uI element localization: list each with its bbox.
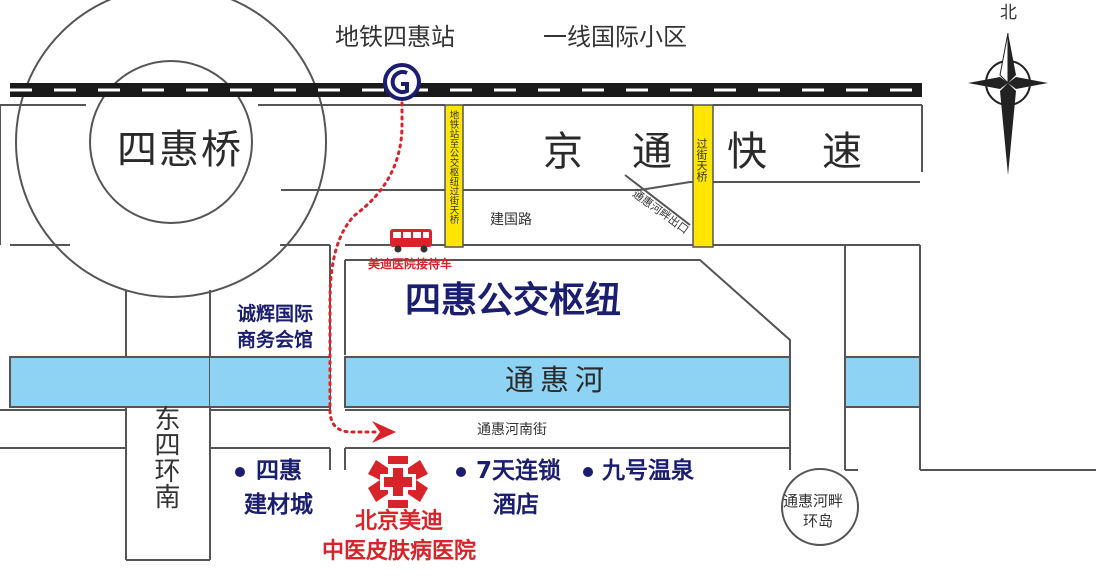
hot-spring-label: 九号温泉 (602, 458, 694, 484)
route-path (328, 101, 404, 434)
compass-north-label: 北 (1000, 3, 1017, 23)
tonghuihe-roundabout (781, 468, 859, 546)
subway-station-label: 地铁四惠站 (335, 23, 455, 51)
roundabout-line-1: 通惠河畔 (783, 492, 844, 510)
compass-icon (968, 32, 1048, 175)
bus-icon (390, 229, 432, 253)
footbridge-1-label: 地铁站至公交枢纽过街天桥 (447, 110, 459, 224)
river-label: 通惠河 (505, 363, 611, 397)
roundabout-line-2: 环岛 (803, 512, 834, 530)
poi-bullet (235, 467, 245, 477)
hotel-line-2: 酒店 (493, 492, 539, 518)
route-arrow (372, 421, 396, 443)
poi-bullet (456, 467, 466, 477)
roundabout (15, 0, 327, 298)
hotel-line-1: 7天连锁 (476, 458, 562, 484)
expressway-char-2: 通 (632, 129, 674, 175)
dongsi-ring-label: 东四环南 (150, 405, 180, 509)
bus-terminal-label: 四惠公交枢纽 (405, 280, 622, 321)
tonghui-river (9, 356, 921, 408)
building-market-line-1: 四惠 (256, 458, 302, 484)
poi-bullet (583, 467, 593, 477)
hospital-line-2: 中医皮肤病医院 (322, 539, 477, 564)
footbridges (444, 104, 714, 248)
footbridge-2-label: 过街天桥 (695, 138, 708, 182)
sihui-bridge-label: 四惠桥 (117, 127, 243, 173)
shuttle-bus-label: 美迪医院接待车 (368, 257, 453, 271)
chenghui-line-2: 商务会馆 (237, 329, 314, 351)
expressway-char-1: 京 (543, 129, 585, 175)
residential-area-label: 一线国际小区 (543, 23, 687, 51)
subway-line (10, 83, 922, 97)
jianguo-road-label: 建国路 (490, 212, 532, 228)
expressway-char-3: 快 (727, 129, 769, 175)
subway-station-icon (383, 63, 421, 101)
expressway-char-4: 速 (822, 129, 864, 175)
south-street-label: 通惠河南街 (477, 422, 547, 438)
hospital-line-1: 北京美迪 (355, 509, 444, 534)
chenghui-line-1: 诚辉国际 (237, 303, 314, 325)
road-edges (0, 104, 1096, 561)
hospital-cross-icon (368, 456, 428, 508)
building-market-line-2: 建材城 (244, 492, 313, 518)
